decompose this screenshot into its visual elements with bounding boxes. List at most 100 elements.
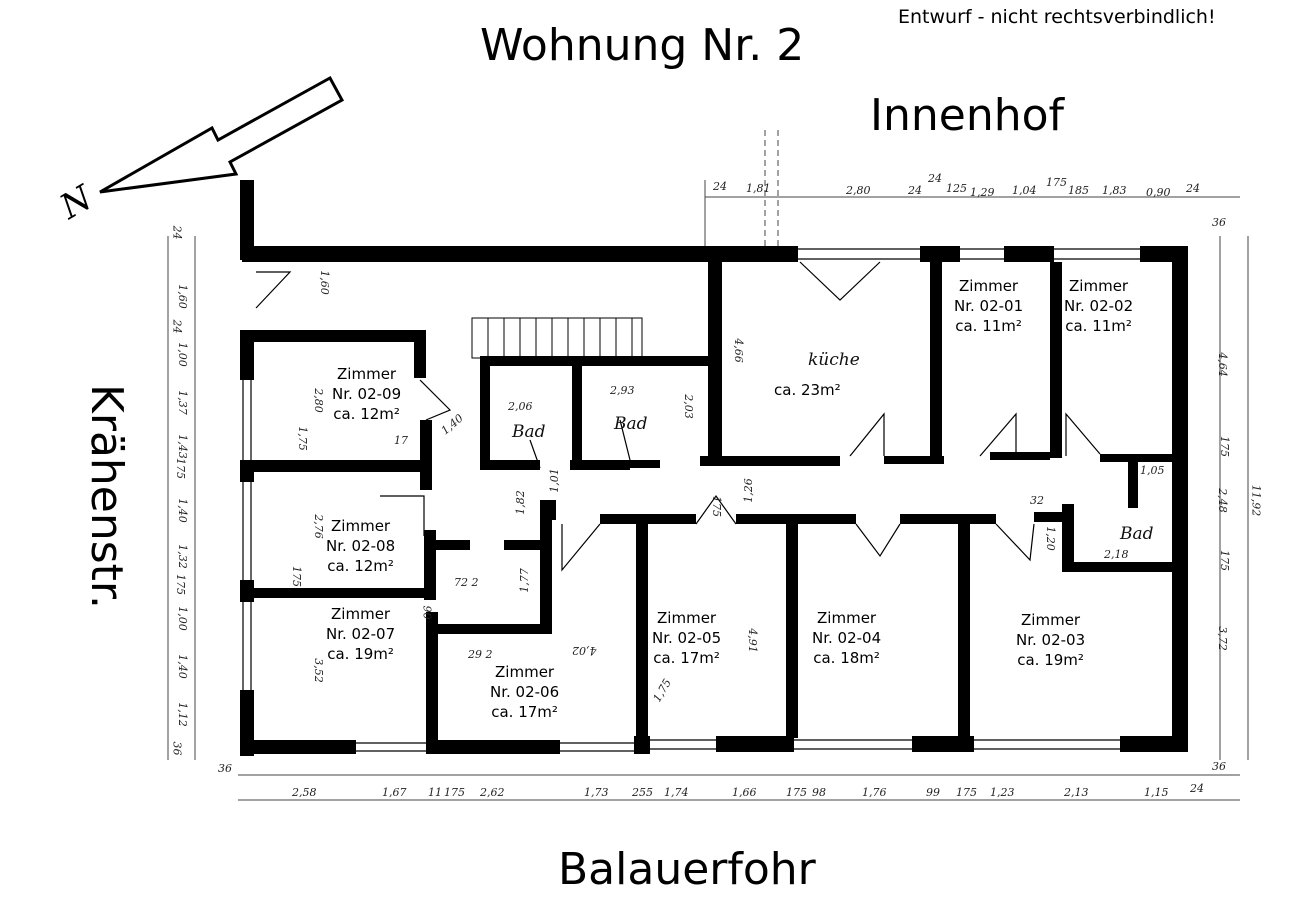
- dim-interior: 4,02: [572, 644, 597, 657]
- kitchen-label: küche: [808, 350, 860, 370]
- door-swings: [255, 261, 1101, 572]
- dim-left: 24: [170, 319, 184, 334]
- dim-top: 24: [713, 180, 727, 193]
- dim-interior: 1,05: [1140, 464, 1165, 477]
- dim-interior: 2,06: [508, 400, 533, 413]
- dim-bottom: 1,67: [382, 786, 407, 799]
- dim-bottom: 36: [1212, 760, 1226, 773]
- dim-left: 1,00: [175, 606, 189, 631]
- dim-interior: 1,26: [741, 478, 755, 503]
- dim-right: 2,48: [1215, 488, 1229, 513]
- dim-bottom: 1,74: [664, 786, 689, 799]
- bath-label-1: Bad: [512, 422, 546, 442]
- dim-top: 1,83: [1102, 184, 1127, 197]
- bath-label-2: Bad: [614, 414, 648, 434]
- stairs: [471, 317, 643, 359]
- kitchen-area: ca. 23m²: [774, 381, 841, 399]
- dim-right: 3,72: [1215, 626, 1229, 651]
- north-arrow-icon: N: [53, 75, 345, 228]
- dim-left: 1,37: [175, 390, 189, 415]
- dim-bottom: 175: [786, 786, 807, 799]
- dim-interior: 1,82: [513, 490, 527, 515]
- dim-interior: 17: [394, 434, 408, 447]
- dim-interior: 1,77: [517, 568, 531, 593]
- dim-top: 175: [1046, 176, 1067, 189]
- dimension-lines: [167, 130, 1249, 801]
- dim-right: 11,92: [1249, 484, 1263, 517]
- dim-interior: 2,93: [610, 384, 635, 397]
- dim-top: 185: [1068, 184, 1089, 197]
- dim-interior: 1,75: [295, 426, 309, 451]
- dim-interior: 1,20: [1043, 526, 1057, 551]
- dim-interior: 2,76: [311, 514, 325, 539]
- dim-left: 175: [174, 458, 187, 479]
- dim-top: 24: [1186, 182, 1200, 195]
- dim-right: 175: [1218, 550, 1231, 571]
- dim-left: 36: [170, 741, 184, 756]
- dim-bottom: 24: [1190, 782, 1204, 795]
- page-title: Wohnung Nr. 2: [480, 20, 805, 71]
- dim-top: 24: [928, 172, 942, 185]
- dim-bottom: 1,23: [990, 786, 1015, 799]
- dim-interior: 4,66: [731, 338, 745, 363]
- dim-interior: 1,01: [547, 468, 561, 493]
- dim-interior: 2,18: [1104, 548, 1129, 561]
- dim-interior: 3,52: [311, 658, 325, 683]
- street-label-balauerfohr: Balauerfohr: [558, 844, 816, 895]
- north-label: N: [53, 177, 101, 228]
- dim-left: 24: [170, 225, 184, 240]
- dim-top: 1,29: [970, 186, 995, 199]
- dim-bottom: 36: [218, 762, 232, 775]
- dim-bottom: 11: [428, 786, 442, 799]
- dim-bottom: 1,73: [584, 786, 609, 799]
- dim-top: 1,04: [1012, 184, 1037, 197]
- dim-interior: 29 2: [468, 648, 493, 661]
- dim-interior: 32: [1030, 494, 1044, 507]
- street-label-innenhof: Innenhof: [870, 90, 1065, 141]
- walls: [240, 180, 1188, 756]
- dim-bottom: 98: [812, 786, 826, 799]
- dim-top: 125: [946, 182, 967, 195]
- dim-interior: 72 2: [454, 576, 479, 589]
- dim-top: 24: [908, 184, 922, 197]
- disclaimer-text: Entwurf - nicht rechtsverbindlich!: [898, 6, 1216, 28]
- dim-bottom: 175: [956, 786, 977, 799]
- dim-interior: 175: [710, 496, 723, 517]
- dim-bottom: 1,66: [732, 786, 757, 799]
- dim-left: 1,32: [175, 544, 189, 569]
- dim-interior: 175: [290, 566, 303, 587]
- windows: [242, 248, 1140, 752]
- dim-left: 1,43: [175, 434, 189, 459]
- dim-bottom: 255: [632, 786, 653, 799]
- dim-top: 36: [1212, 216, 1226, 229]
- dim-top: 2,80: [846, 184, 871, 197]
- dim-bottom: 1,76: [862, 786, 887, 799]
- dim-interior: 90: [420, 605, 434, 620]
- dim-interior: 1,60: [317, 270, 331, 295]
- dim-left: 1,00: [175, 342, 189, 367]
- dim-left: 1,60: [175, 284, 189, 309]
- dim-bottom: 99: [926, 786, 940, 799]
- dim-right: 175: [1218, 436, 1231, 457]
- dim-bottom: 1,15: [1144, 786, 1169, 799]
- dim-bottom: 2,58: [292, 786, 317, 799]
- dim-bottom: 2,13: [1064, 786, 1089, 799]
- dim-interior: 2,03: [681, 394, 695, 419]
- dim-top: 0,90: [1146, 186, 1171, 199]
- dim-top: 1,81: [746, 182, 771, 195]
- bath-label-3: Bad: [1120, 524, 1154, 544]
- dim-left: 1,40: [175, 654, 189, 679]
- dim-interior: 4,91: [745, 628, 759, 653]
- dim-interior: 2,80: [311, 388, 325, 413]
- dim-left: 1,12: [175, 702, 189, 727]
- dim-bottom: 175: [444, 786, 465, 799]
